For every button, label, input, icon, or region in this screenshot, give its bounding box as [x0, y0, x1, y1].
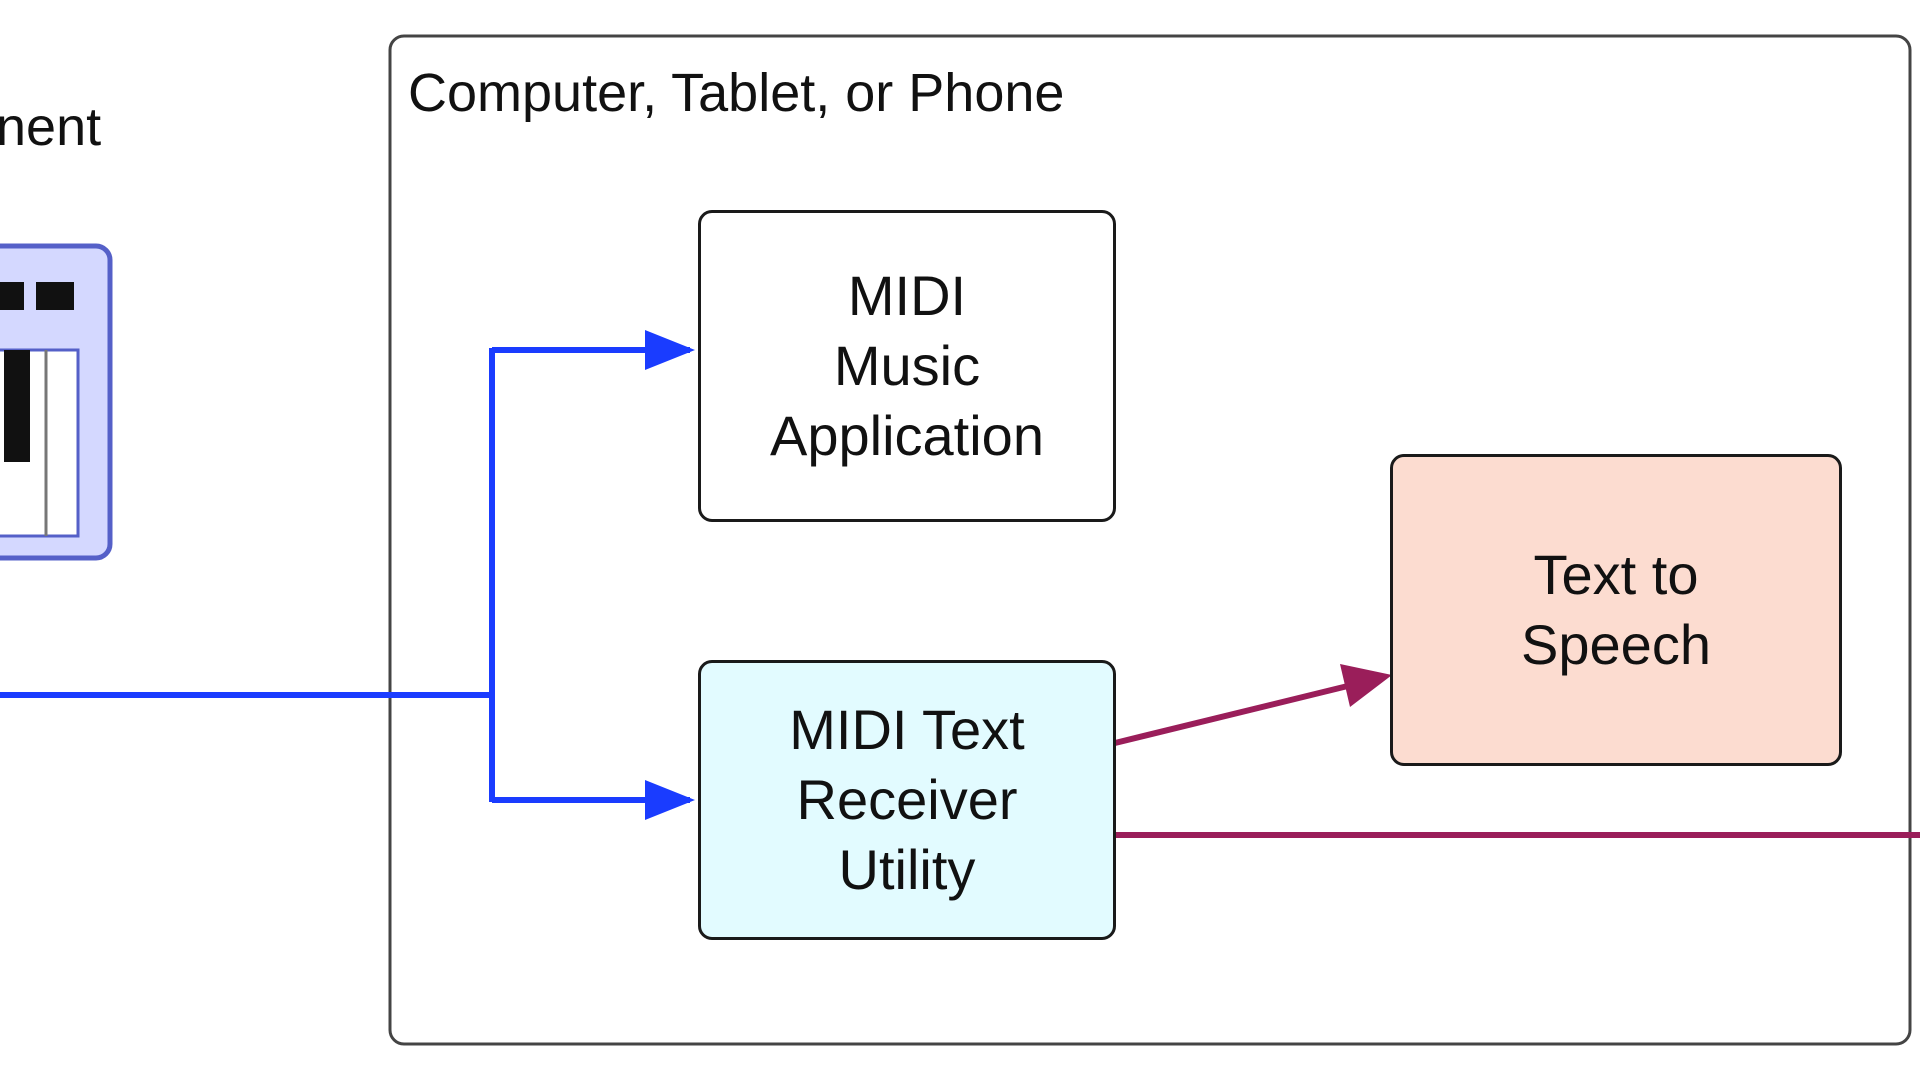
- music-app-line-3: Application: [770, 404, 1044, 467]
- midi-keyboard-icon: [0, 243, 113, 561]
- text-to-speech-node: Text to Speech: [1390, 454, 1842, 766]
- arrow-to-tts: [1114, 680, 1361, 746]
- device-container-label: Computer, Tablet, or Phone: [408, 63, 1065, 123]
- music-app-line-1: MIDI: [847, 264, 967, 327]
- tts-line-1: Text to: [1533, 543, 1699, 606]
- receiver-line-2: Receiver: [796, 768, 1018, 831]
- music-app-line-2: Music: [833, 334, 981, 397]
- instrument-group-label: nent: [0, 97, 102, 157]
- music-app-node: MIDI Music Application: [698, 210, 1116, 522]
- text-receiver-node: MIDI Text Receiver Utility: [698, 660, 1116, 940]
- text-signal-edges: [1114, 664, 1920, 838]
- receiver-line-1: MIDI Text: [789, 698, 1025, 761]
- tts-line-2: Speech: [1521, 613, 1711, 676]
- receiver-line-3: Utility: [838, 838, 976, 901]
- midi-signal-edges: [0, 330, 695, 820]
